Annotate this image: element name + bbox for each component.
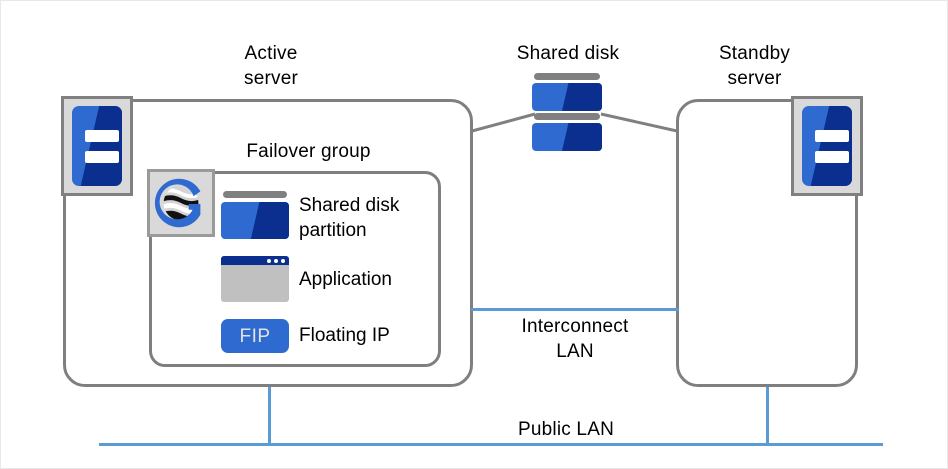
- public-lan-drop-active: [268, 387, 271, 445]
- server-chassis: [72, 106, 122, 186]
- standby-server-bar-bottom: [815, 151, 849, 163]
- shared-disk-cap-bottom: [534, 113, 600, 120]
- interconnect-lan-label: Interconnect LAN: [521, 316, 629, 362]
- standby-server-bar-top: [815, 130, 849, 142]
- floating-ip-label: Floating IP: [299, 325, 390, 346]
- shared-disk-unit-bottom: [532, 113, 602, 151]
- standby-server-icon: [791, 96, 863, 196]
- standby-server-chassis: [802, 106, 852, 186]
- public-lan-drop-standby: [766, 387, 769, 445]
- disk-partition-icon: [221, 191, 289, 239]
- shared-disk-label: Shared disk: [516, 43, 620, 64]
- cluster-logo-glyph: [154, 178, 201, 228]
- interconnect-lan-line: [471, 308, 679, 311]
- disk-partition-body: [221, 202, 289, 239]
- app-titlebar: [221, 256, 289, 265]
- shared-disk-unit-top: [532, 73, 602, 111]
- active-server-box[interactable]: [63, 99, 473, 387]
- public-lan-line: [99, 443, 883, 446]
- app-dot-1: [267, 259, 271, 263]
- standby-server-label: Standby server: [718, 43, 791, 89]
- fip-chip: FIP: [221, 319, 289, 353]
- server-bar-top: [85, 130, 119, 142]
- active-server-icon: [61, 96, 133, 196]
- active-server-label: Active server: [244, 43, 298, 89]
- failover-group-box[interactable]: [149, 171, 441, 367]
- disk-partition-label: Shared disk partition: [299, 195, 400, 241]
- shared-disk-cap-top: [534, 73, 600, 80]
- standby-server-box[interactable]: [676, 99, 858, 387]
- expresscluster-logo-icon: [147, 169, 215, 237]
- shared-disk-body-top: [532, 83, 602, 111]
- disk-partition-cap: [223, 191, 287, 198]
- application-window-icon: [221, 256, 289, 302]
- shared-disk-body-bottom: [532, 123, 602, 151]
- shared-disk-icon: [532, 73, 602, 151]
- app-dot-3: [281, 259, 285, 263]
- server-bar-bottom: [85, 151, 119, 163]
- public-lan-label: Public LAN: [518, 419, 614, 440]
- failover-group-label: Failover group: [246, 141, 371, 162]
- app-dot-2: [274, 259, 278, 263]
- application-label: Application: [299, 269, 392, 290]
